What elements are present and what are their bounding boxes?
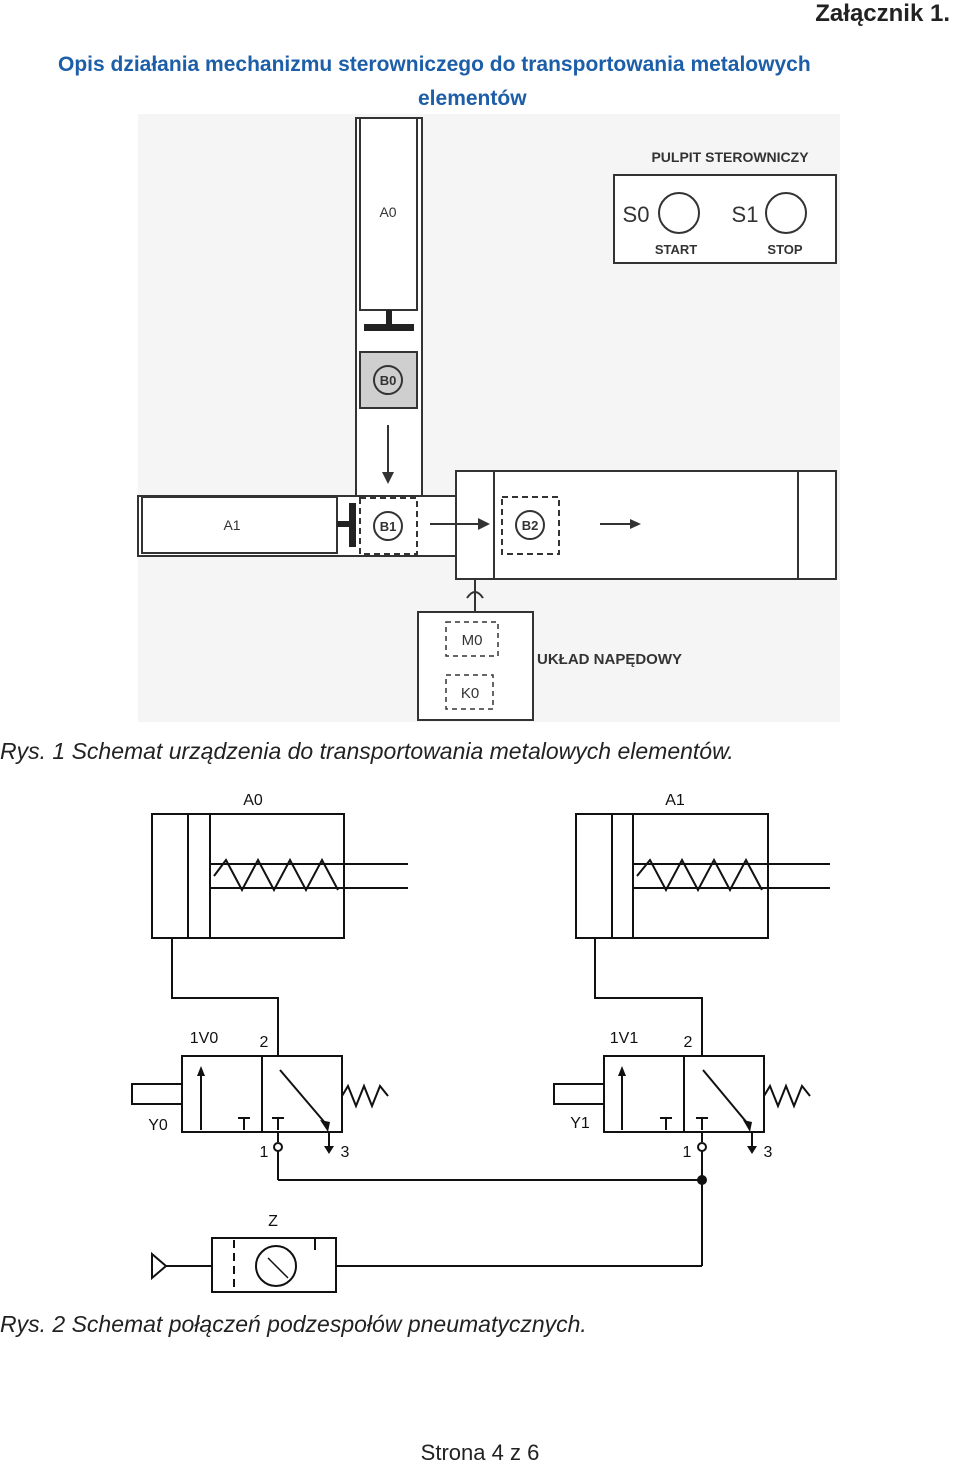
- port1-right: 1: [683, 1144, 692, 1161]
- start-button[interactable]: [658, 192, 700, 234]
- pneumatic-cylinder-a0: [151, 813, 345, 939]
- button-s0-label: S0: [623, 202, 650, 227]
- valve-1v0-label: 1V0: [190, 1030, 219, 1047]
- valve-1v1-label: 1V1: [610, 1030, 639, 1047]
- exhaust-icon: [747, 1146, 757, 1154]
- sensor-b1-label: B1: [380, 519, 397, 534]
- sol-y1-label: Y1: [570, 1115, 590, 1132]
- arrow-right-icon: [630, 519, 641, 529]
- port2-right: 2: [684, 1034, 693, 1051]
- arrow-down-icon: [382, 472, 394, 484]
- cylinder-a0: [359, 117, 418, 311]
- arrow-icon: [320, 1120, 330, 1132]
- figure2-pneumatic-diagram: A0 A1 1V0 1V1 2 2 Y0 Y1 1 1 3 3 Z: [131, 792, 830, 1293]
- pneumatic-cylinder-a1: [575, 813, 769, 939]
- conveyor: [455, 470, 837, 580]
- sensor-b0-box: [359, 351, 418, 409]
- port3-right: 3: [764, 1144, 773, 1161]
- stop-label: STOP: [767, 242, 802, 257]
- start-label: START: [655, 242, 697, 257]
- sensor-b2-label: B2: [522, 518, 539, 533]
- drive-label: UKŁAD NAPĘDOWY: [537, 651, 682, 668]
- panel-title: PULPIT STEROWNICZY: [651, 149, 809, 165]
- cyl-a1-label: A1: [665, 792, 685, 809]
- arrow-up-icon: [197, 1066, 205, 1076]
- page-footer: Strona 4 z 6: [420, 1440, 540, 1465]
- stop-button[interactable]: [765, 192, 807, 234]
- annex-label: Załącznik 1.: [815, 0, 950, 27]
- unit-z-label: Z: [268, 1213, 278, 1230]
- title-line2: elementów: [418, 87, 527, 110]
- arrow-right-icon: [478, 518, 490, 530]
- cyl-a0-label: A0: [243, 792, 263, 809]
- contactor-k0-label: K0: [461, 685, 479, 702]
- junction-dot: [697, 1175, 707, 1185]
- button-s1-label: S1: [732, 202, 759, 227]
- figure1-caption: Rys. 1 Schemat urządzenia do transportow…: [0, 738, 734, 764]
- rotation-arrow-icon: [466, 591, 484, 599]
- sensor-b0-label: B0: [380, 373, 397, 388]
- title-line1: Opis działania mechanizmu sterowniczego …: [58, 53, 811, 76]
- sol-y0-label: Y0: [148, 1117, 168, 1134]
- sensor-b1-box: [359, 497, 418, 555]
- sensor-b2-box: [501, 496, 560, 555]
- exhaust-icon: [324, 1146, 334, 1154]
- motor-m0-label: M0: [462, 632, 483, 649]
- port3-left: 3: [341, 1144, 350, 1161]
- drive-unit: [417, 611, 534, 721]
- arrow-icon: [743, 1120, 752, 1132]
- figure2-caption: Rys. 2 Schemat połączeń podzespołów pneu…: [0, 1311, 587, 1337]
- port1-left: 1: [260, 1144, 269, 1161]
- cylinder-a1-label: A1: [223, 517, 240, 533]
- arrow-up-icon: [618, 1066, 626, 1076]
- cylinder-a0-label: A0: [379, 204, 396, 220]
- port2-left: 2: [260, 1034, 269, 1051]
- figure1-device-diagram: A0 B0 A1 B1 B2 PULPIT STEROWNICZY S0 STA…: [137, 117, 837, 721]
